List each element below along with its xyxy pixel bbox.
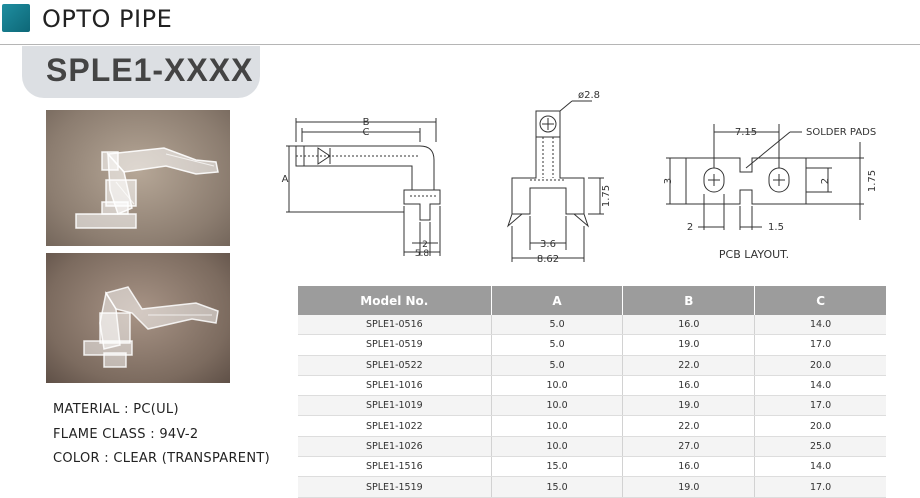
dim-label-front-3-6: 3.6 — [540, 239, 556, 250]
dim-label-side-2: 2 — [422, 240, 428, 250]
cell-b: 19.0 — [622, 334, 756, 356]
cell-a: 5.0 — [491, 334, 624, 356]
header-square-icon — [2, 4, 30, 32]
cell-model-no: SPLE1-0522 — [298, 355, 492, 376]
cell-c: 25.0 — [754, 436, 886, 458]
cell-model-no: SPLE1-1016 — [298, 375, 492, 397]
product-photo-top — [46, 110, 230, 246]
dim-label-pcb-7-15: 7.15 — [735, 127, 757, 138]
dim-label-side-5-8: 5.8 — [415, 249, 430, 259]
model-name: SPLE1-XXXX — [46, 52, 254, 88]
spec-flame-class: FLAME CLASS : 94V-2 — [53, 427, 199, 442]
page-title: OPTO PIPE — [42, 5, 173, 33]
cell-c: 17.0 — [754, 334, 886, 356]
header-c: C — [754, 286, 886, 315]
cell-model-no: SPLE1-0516 — [298, 315, 492, 336]
cell-c: 20.0 — [754, 355, 886, 376]
cell-b: 16.0 — [622, 456, 756, 478]
cell-a: 15.0 — [491, 476, 624, 498]
cell-model-no: SPLE1-1516 — [298, 456, 492, 478]
spec-color: COLOR : CLEAR (TRANSPARENT) — [53, 451, 270, 466]
cell-b: 16.0 — [622, 375, 756, 397]
cell-b: 27.0 — [622, 436, 756, 458]
cell-model-no: SPLE1-1019 — [298, 395, 492, 417]
cell-b: 19.0 — [622, 395, 756, 417]
dim-label-front-8-62: 8.62 — [537, 254, 559, 265]
dim-label-front-1-75: 1.75 — [601, 185, 612, 207]
model-tab: SPLE1-XXXX — [22, 46, 260, 98]
cell-c: 20.0 — [754, 415, 886, 437]
cell-a: 15.0 — [491, 456, 624, 478]
technical-drawing: B C A 2 5.8 ø2.8 1.75 3.6 8.62 7.15 SOLD… — [282, 90, 878, 265]
cell-b: 22.0 — [622, 415, 756, 437]
spec-material: MATERIAL : PC(UL) — [53, 402, 179, 417]
cell-model-no: SPLE1-0519 — [298, 334, 492, 356]
product-photo-bottom — [46, 253, 230, 383]
cell-c: 14.0 — [754, 315, 886, 336]
solder-pads-label: SOLDER PADS — [806, 127, 876, 138]
cell-a: 10.0 — [491, 395, 624, 417]
dim-label-pcb-1-5: 1.5 — [768, 222, 784, 233]
cell-c: 14.0 — [754, 375, 886, 397]
dim-label-diameter: ø2.8 — [578, 90, 600, 101]
header-b: B — [622, 286, 756, 315]
cell-b: 16.0 — [622, 315, 756, 336]
dim-label-pcb-2: 2 — [820, 178, 831, 184]
cell-c: 17.0 — [754, 395, 886, 417]
dim-label-pcb-3: 3 — [663, 178, 674, 184]
dim-label-a: A — [282, 174, 289, 185]
pcb-layout-title: PCB LAYOUT. — [719, 248, 789, 261]
cell-b: 22.0 — [622, 355, 756, 376]
dim-label-pcb-1-75: 1.75 — [867, 170, 878, 192]
cell-c: 14.0 — [754, 456, 886, 478]
cell-a: 10.0 — [491, 415, 624, 437]
cell-a: 5.0 — [491, 315, 624, 336]
header-model-no: Model No. — [298, 286, 492, 315]
cell-c: 17.0 — [754, 476, 886, 498]
header-divider — [0, 44, 920, 45]
cell-a: 5.0 — [491, 355, 624, 376]
dim-label-b: B — [363, 117, 370, 128]
dim-label-c: C — [363, 127, 370, 138]
cell-a: 10.0 — [491, 375, 624, 397]
cell-model-no: SPLE1-1519 — [298, 476, 492, 498]
cell-model-no: SPLE1-1022 — [298, 415, 492, 437]
table-header-row: Model No. A B C — [298, 286, 886, 315]
cell-model-no: SPLE1-1026 — [298, 436, 492, 458]
cell-a: 10.0 — [491, 436, 624, 458]
cell-b: 19.0 — [622, 476, 756, 498]
dim-label-pcb-w2: 2 — [687, 222, 693, 233]
header-a: A — [491, 286, 624, 315]
